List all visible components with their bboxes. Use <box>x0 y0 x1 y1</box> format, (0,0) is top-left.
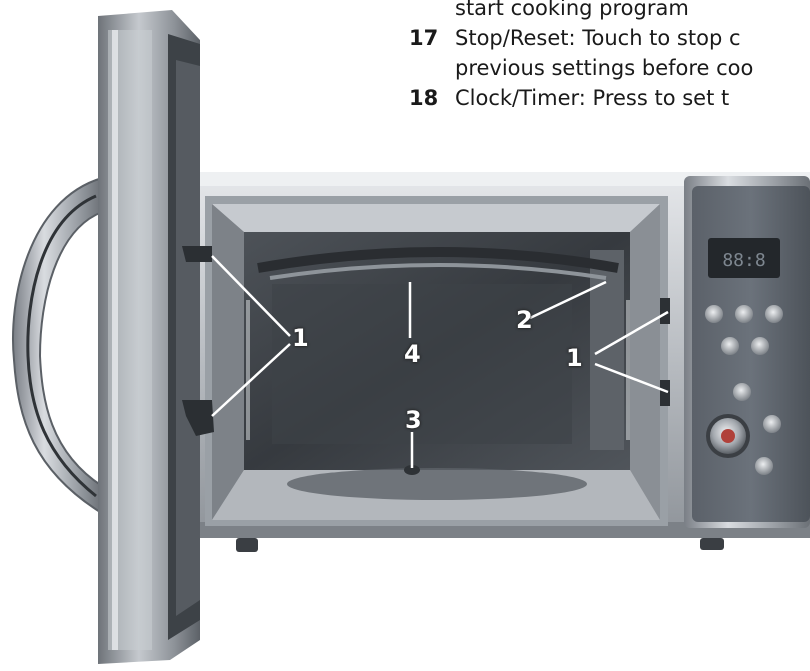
turntable-shaft <box>404 465 420 475</box>
legend-number-18: 18 <box>409 86 439 110</box>
legend: start cooking program 17 Stop/Reset: Touc… <box>0 0 810 120</box>
legend-number-17: 17 <box>409 26 439 50</box>
oven-cavity <box>205 196 668 526</box>
door-icon <box>98 10 214 664</box>
callout-door-latch-right: 1 <box>566 344 583 372</box>
legend-text-17-cont: previous settings before coo <box>455 56 754 80</box>
legend-text-17: Stop/Reset: Touch to stop c <box>455 26 741 50</box>
legend-text-0: start cooking program <box>455 0 689 20</box>
callout-waveguide-cover: 2 <box>516 306 533 334</box>
legend-line-17-cont: previous settings before coo <box>455 56 753 80</box>
callout-turntable-shaft: 3 <box>405 406 422 434</box>
legend-line-17: 17 Stop/Reset: Touch to stop c <box>409 26 741 50</box>
callout-grill-element: 4 <box>404 340 421 368</box>
dial-knob-icon <box>706 414 750 458</box>
legend-text-18: Clock/Timer: Press to set t <box>455 86 730 110</box>
latch-slots <box>660 298 670 406</box>
control-panel: 88:8 <box>684 176 810 528</box>
legend-line-18: 18 Clock/Timer: Press to set t <box>409 86 729 110</box>
keypad-buttons <box>705 305 783 475</box>
display-readout: 88:8 <box>722 250 765 271</box>
leader-lines <box>211 255 669 468</box>
callout-door-latch-left: 1 <box>292 324 309 352</box>
handle-icon <box>12 176 104 514</box>
door-hooks <box>182 246 214 436</box>
grill-element <box>257 247 619 273</box>
legend-line-0: start cooking program <box>455 0 689 20</box>
